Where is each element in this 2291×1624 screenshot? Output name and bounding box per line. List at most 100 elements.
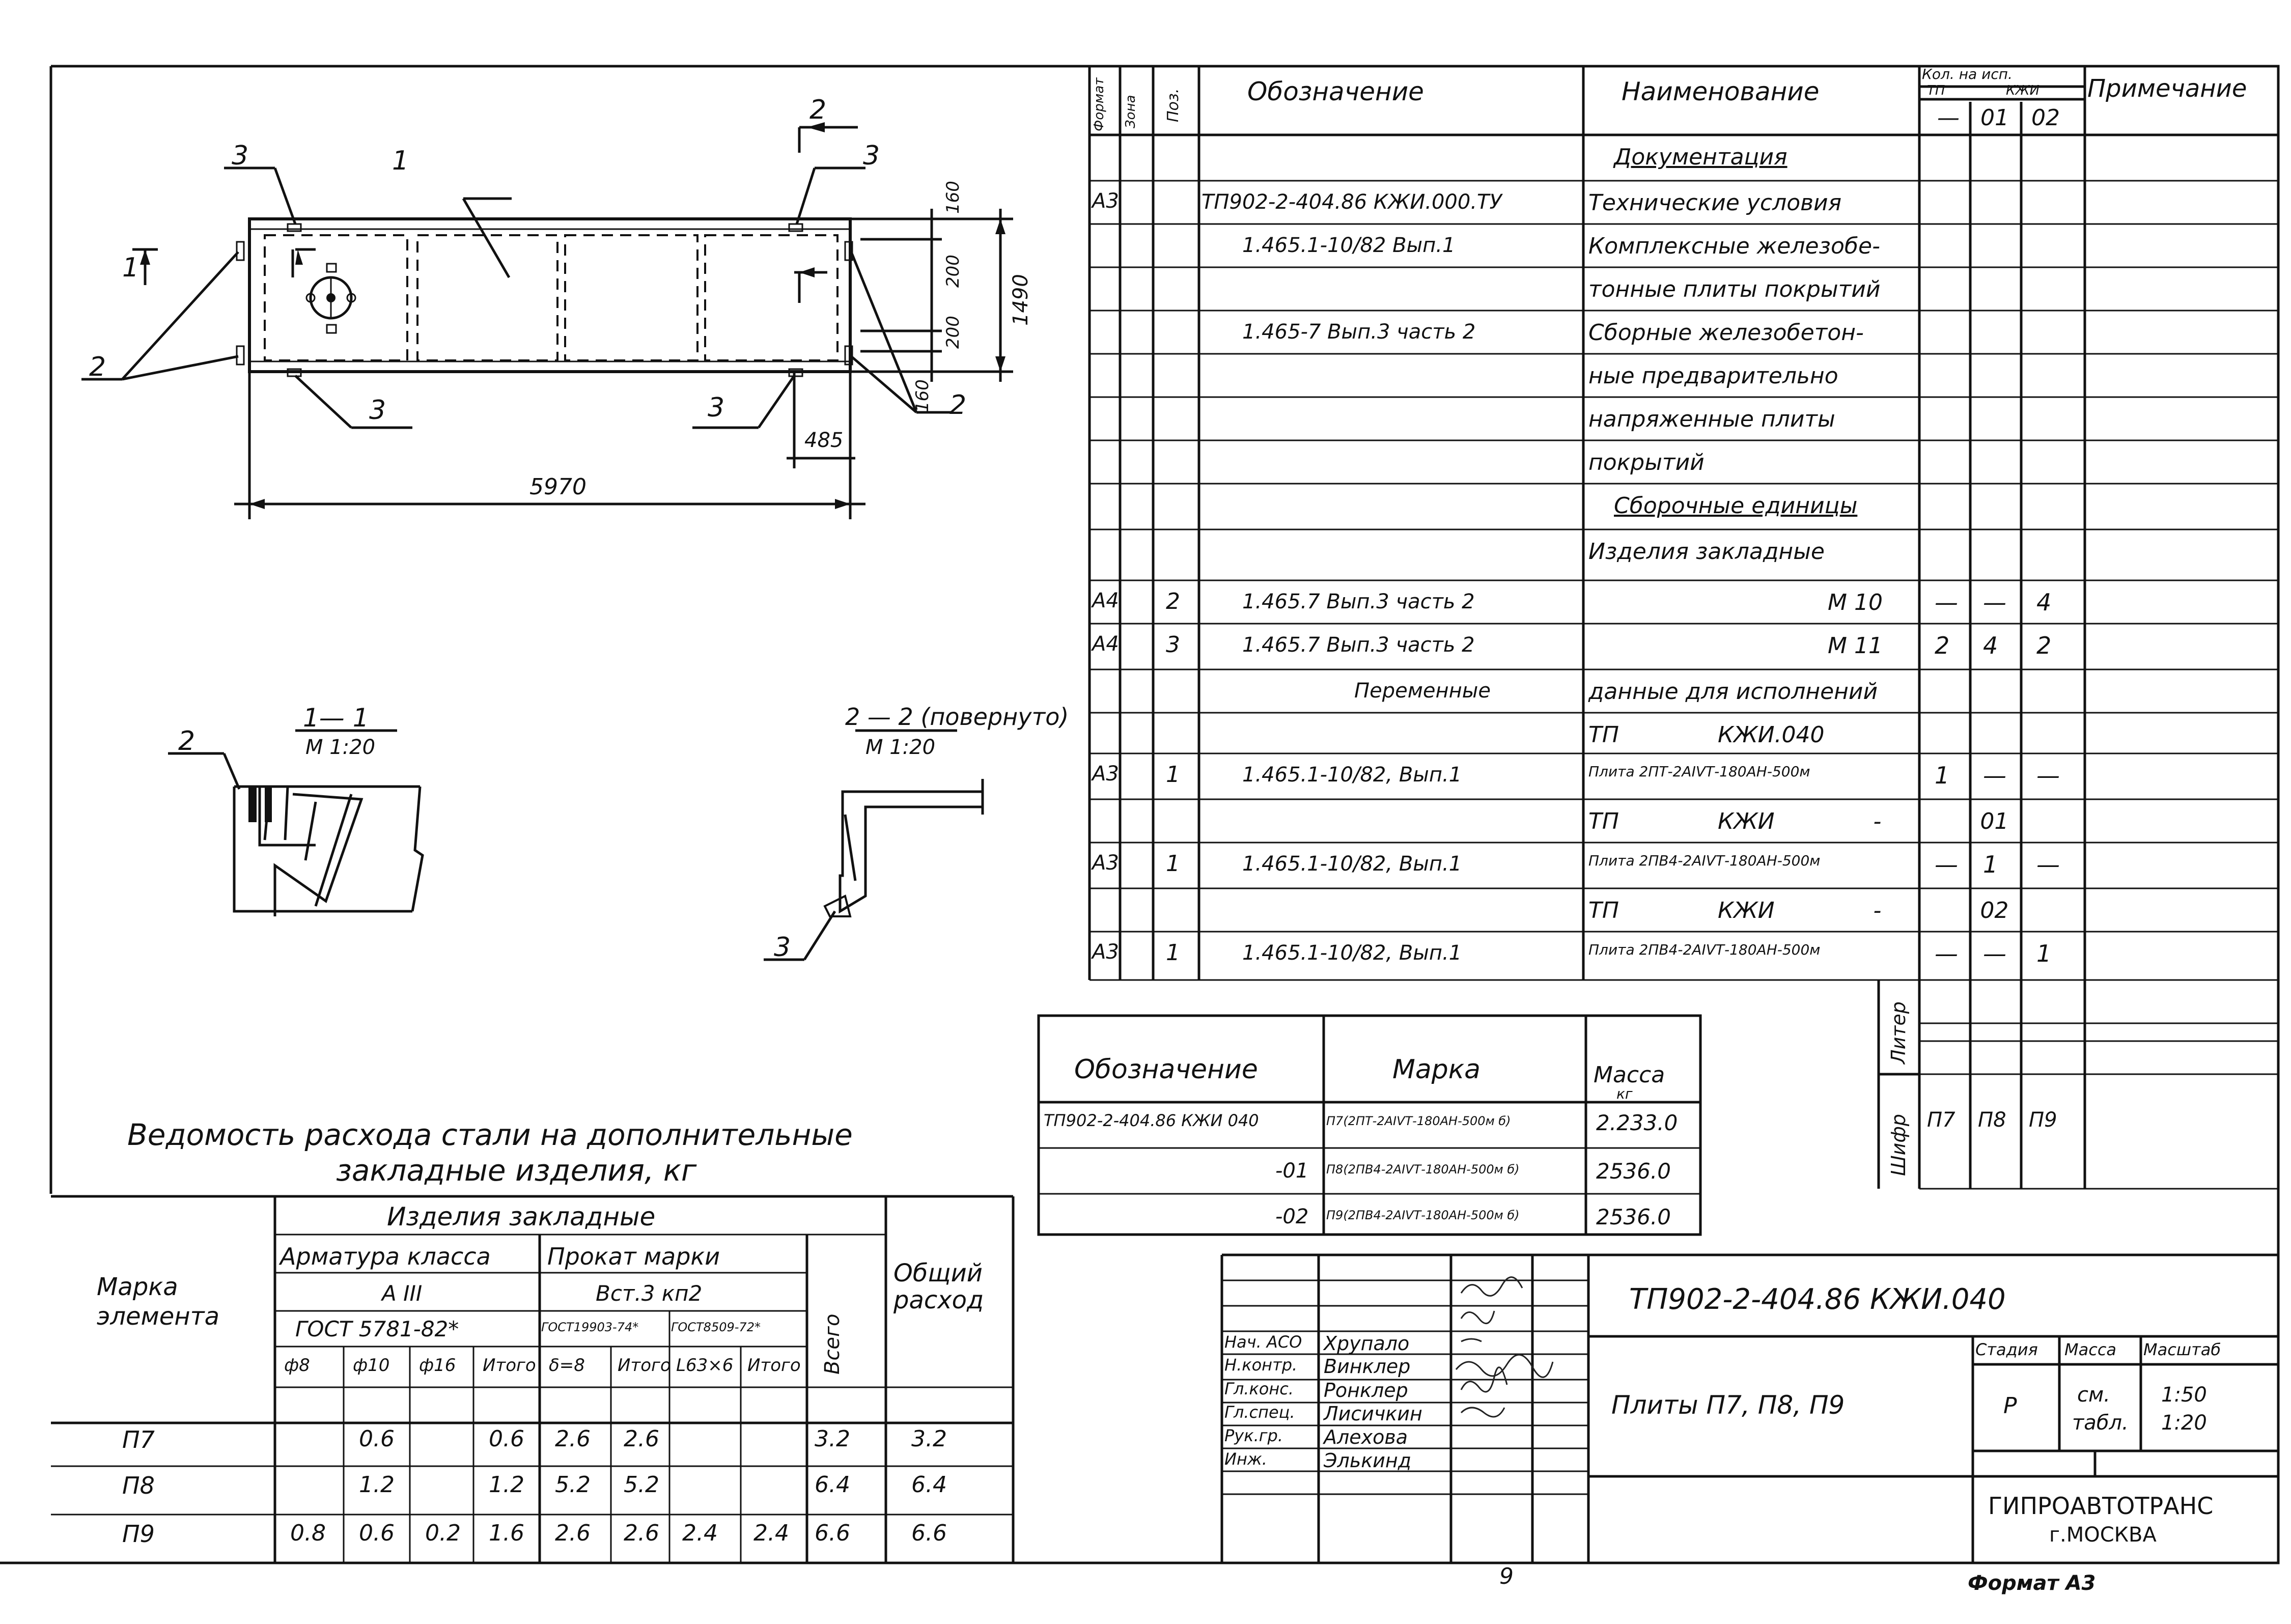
position-label: 2 [949,390,967,421]
spec-name: Сборочные единицы [1614,493,1858,519]
steel-row-value: 5.2 [624,1472,659,1498]
section-2-scale: М 1:20 [865,736,936,759]
steel-row-total: 6.6 [815,1520,850,1546]
staff-role: Инж. [1224,1449,1267,1469]
steel-row-value: 2.6 [555,1520,591,1546]
spec-name: Комплексные железобе- [1588,233,1880,259]
shifr-label: Шифр [1887,1114,1910,1176]
spec-qty-02: 1 [2036,940,2052,967]
mass-value: 2.233.0 [1596,1110,1678,1135]
staff-name: Ронклер [1324,1379,1408,1402]
spec-pos: 1 [1166,762,1180,788]
header-col-tp: — [1937,105,1960,131]
steel-row-value: 1.2 [359,1472,395,1498]
tb-scale-2: 1:20 [2161,1411,2207,1435]
steel-h-gost8509: ГОСТ8509-72* [671,1320,761,1334]
spec-name: Технические условия [1588,190,1842,216]
cut-label: 1 [122,253,139,283]
spec-pos: 1 [1166,940,1180,966]
spec-pos: 3 [1166,632,1180,658]
spec-designation: 1.465.1-10/82, Вып.1 [1242,763,1462,787]
steel-row-common: 3.2 [911,1426,947,1452]
spec-qty-tp: — [1935,940,1958,967]
spec-pos: 1 [1166,851,1180,877]
spec-qty-01: 4 [1983,632,1998,659]
spec-name: Плита 2ПВ4-2АIVТ-180АН-500м [1588,852,1821,869]
spec-designation: ТП902-2-404.86 КЖИ.000.ТУ [1202,190,1502,214]
liter-label: Литер [1887,1001,1910,1064]
steel-subheader: ф10 [353,1355,390,1376]
steel-row-total: 3.2 [815,1426,850,1452]
spec-format: А4 [1092,632,1119,656]
spec-qty-tp: — [1935,589,1958,616]
steel-h-vst: Вст.3 кп2 [596,1281,703,1306]
steel-h-common: Общий расход [893,1259,984,1314]
steel-row-common: 6.4 [911,1472,947,1498]
steel-row-value: 2.4 [682,1520,718,1546]
spec-designation: 1.465.1-10/82, Вып.1 [1242,941,1462,965]
steel-h-prokat: Прокат марки [547,1243,720,1270]
spec-name: тонные плиты покрытий [1588,276,1881,302]
shifr-p7: П7 [1927,1108,1955,1132]
tb-h-stage: Стадия [1975,1340,2038,1359]
spec-designation: 1.465-7 Вып.3 часть 2 [1242,320,1476,344]
steel-h-mark: Марка элемента [97,1273,220,1331]
section-1-title: 1— 1 [303,703,369,733]
steel-h-items: Изделия закладные [387,1202,656,1231]
mass-mark: П7(2ПТ-2АIVТ-180АН-500м б) [1326,1114,1511,1128]
spec-name: ные предварительно [1588,363,1838,389]
header-qty-tp: ТП [1927,83,1945,98]
staff-role: Гл.конс. [1224,1379,1294,1398]
spec-format: А3 [1092,940,1119,964]
spec-name: Документация [1614,144,1787,170]
document-code: ТП902-2-404.86 КЖИ.040 [1629,1283,2006,1316]
mass-value: 2536.0 [1596,1205,1671,1229]
header-qty: Кол. на исп. [1922,66,2013,82]
spec-qty-02: 4 [2036,589,2052,616]
format-label: Формат А3 [1968,1572,2096,1595]
steel-subheader: Итого [483,1355,536,1376]
mass-header-mass: Масса [1594,1062,1665,1088]
spec-format: А3 [1092,189,1119,213]
spec-qty-02: — [2036,851,2060,878]
organization-name: ГИПРОАВТОТРАНС [1988,1492,2214,1520]
spec-name: покрытий [1588,450,1705,475]
steel-row-total: 6.4 [815,1472,850,1498]
staff-name: Винклер [1324,1355,1411,1378]
section-1-scale: М 1:20 [305,736,376,759]
spec-qty-01: — [1983,762,2006,789]
steel-row-value: 0.8 [290,1520,326,1546]
steel-row-mark: П9 [122,1520,155,1548]
spec-designation: 1.465.1-10/82 Вып.1 [1242,234,1456,257]
steel-row-value: 0.6 [359,1520,395,1546]
dimension-160: 160 [943,181,963,214]
steel-subheader: δ=8 [549,1355,585,1376]
section-2-title: 2 — 2 (повернуто) [845,703,1069,731]
shifr-p9: П9 [2029,1108,2057,1132]
cut-label: 2 [809,95,827,125]
staff-name: Хрупало [1324,1332,1410,1355]
spec-designation: 1.465.1-10/82, Вып.1 [1242,852,1462,876]
dimension-200: 200 [943,316,963,349]
steel-h-armature: Арматура класса [280,1243,491,1270]
document-name: Плиты П7, П8, П9 [1611,1390,1845,1420]
tb-scale-1: 1:50 [2161,1383,2207,1407]
spec-qty-tp: 2 [1935,632,1950,659]
spec-name: М 11 [1828,633,1883,659]
spec-name: М 10 [1828,590,1883,615]
mass-designation: -02 [1275,1205,1309,1228]
mass-mark: П8(2ПВ4-2АIVТ-180АН-500м б) [1326,1162,1520,1177]
header-zone: Зона [1123,95,1138,128]
position-label: 2 [178,726,195,757]
tb-mass-1: см. [2077,1383,2110,1407]
steel-row-value: 5.2 [555,1472,591,1498]
header-col-01: 01 [1980,105,2009,131]
dimension-200: 200 [943,255,963,288]
mass-designation: ТП902-2-404.86 КЖИ 040 [1044,1111,1259,1130]
spec-qty-02: 2 [2036,632,2052,659]
page-number: 9 [1499,1563,1514,1589]
tb-stage: Р [2003,1393,2017,1419]
steel-row-common: 6.6 [911,1520,947,1546]
header-name: Наименование [1622,77,1820,106]
position-label: 3 [708,393,725,423]
